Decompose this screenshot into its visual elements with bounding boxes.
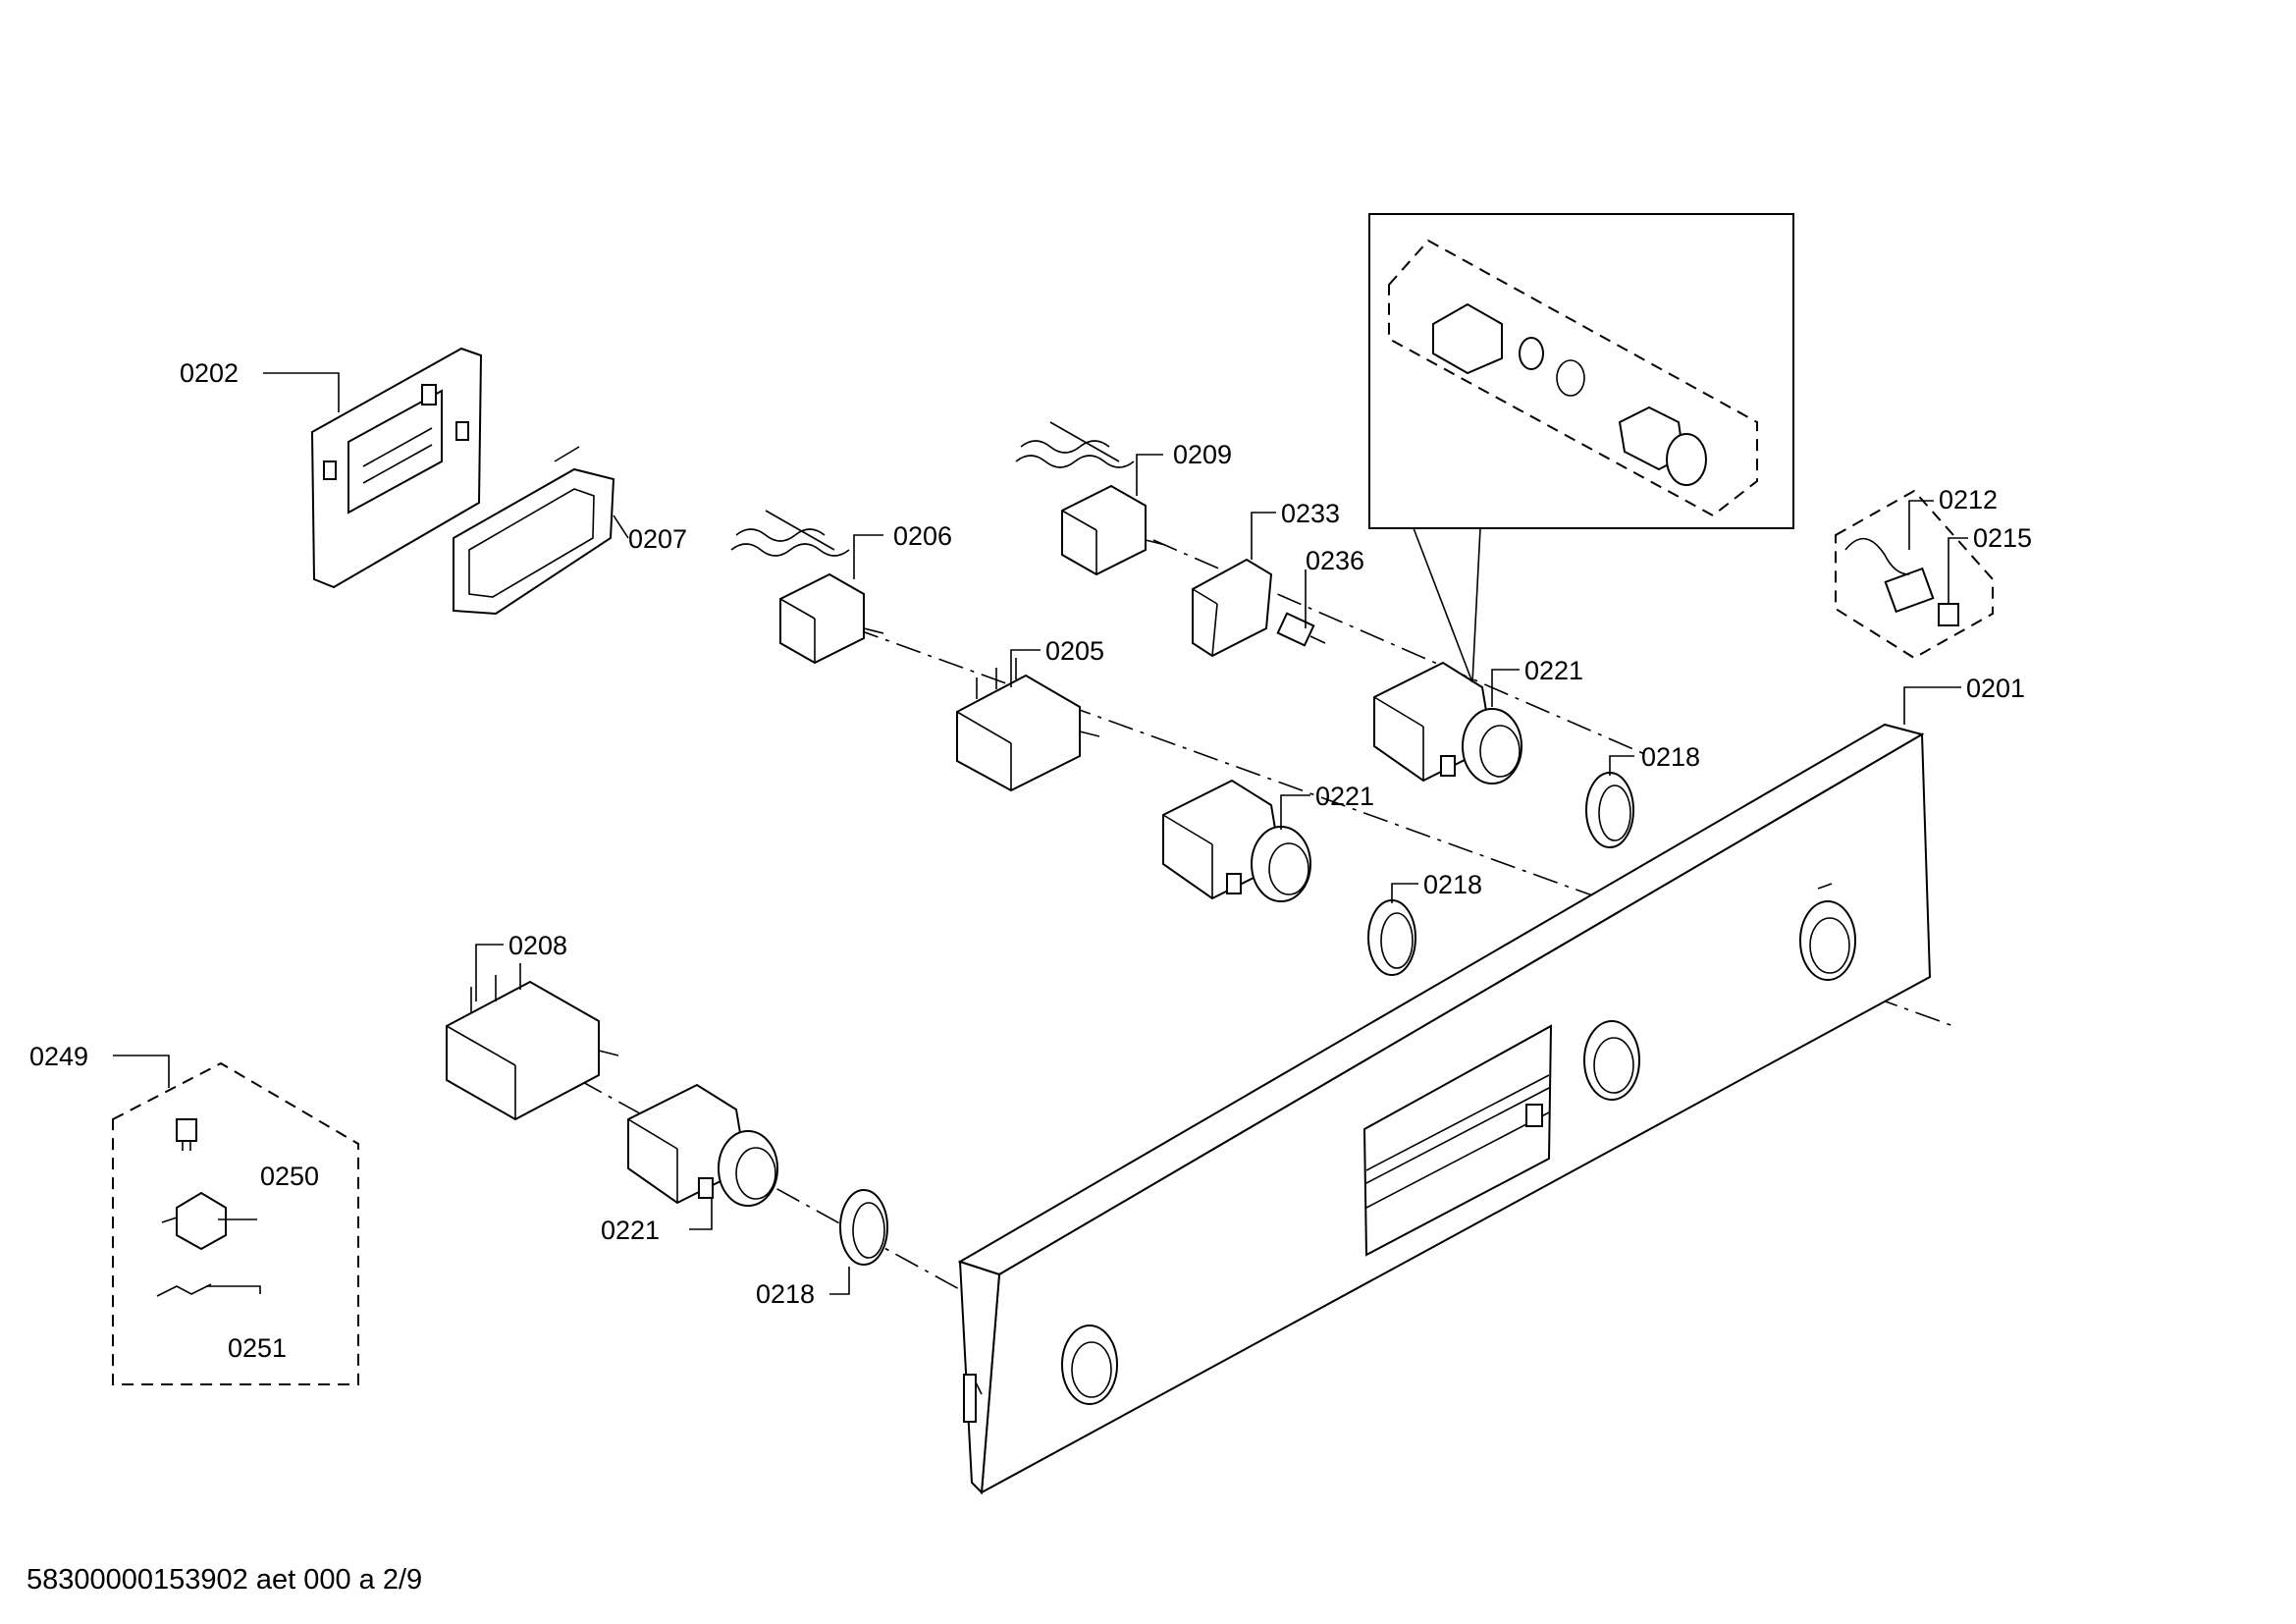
detail-group-0212 (1835, 489, 1994, 660)
part-labels: 0202 0207 0206 0209 0233 0236 0205 0221 … (29, 358, 2032, 1363)
label-0218-top: 0218 (1641, 742, 1700, 772)
label-0236: 0236 (1306, 546, 1364, 575)
ring-0218-middle (1367, 899, 1416, 976)
label-0212: 0212 (1939, 485, 1998, 514)
ring-0218-bottom (839, 1189, 888, 1266)
control-panel-0201 (957, 723, 1932, 1495)
knob-switch-0221-middle (1162, 779, 1311, 902)
lamp-0236 (1276, 612, 1326, 647)
switch-0208 (446, 963, 619, 1121)
bracket-0233 (1192, 558, 1273, 658)
label-0209: 0209 (1173, 440, 1232, 469)
label-0250: 0250 (260, 1162, 319, 1191)
label-0233: 0233 (1281, 499, 1340, 528)
document-code: 58300000153902 aet 000 a 2/9 (27, 1564, 423, 1596)
electronic-module-0202 (310, 347, 483, 589)
thermostat-0206 (730, 510, 884, 665)
label-0251: 0251 (228, 1333, 287, 1363)
label-0215: 0215 (1973, 523, 2032, 553)
switch-0205 (956, 658, 1100, 792)
label-0221-bottom: 0221 (601, 1216, 660, 1245)
knob-switch-0221-top (1373, 661, 1522, 785)
label-0201: 0201 (1966, 674, 2025, 703)
knob-switch-0221-bottom (627, 1083, 778, 1207)
detail-inset (1368, 213, 1794, 683)
label-0202: 0202 (180, 358, 239, 388)
leader-lines (113, 372, 1968, 1295)
label-0207: 0207 (628, 524, 687, 554)
label-0218-bottom: 0218 (756, 1279, 815, 1309)
label-0249: 0249 (29, 1042, 88, 1071)
label-0221-top: 0221 (1524, 656, 1583, 685)
label-0221-middle: 0221 (1315, 782, 1374, 811)
kit-0249 (112, 1061, 359, 1385)
ring-0218-top (1585, 772, 1634, 848)
label-0205: 0205 (1045, 636, 1104, 666)
label-0206: 0206 (893, 521, 952, 551)
label-0208: 0208 (508, 931, 567, 960)
thermostat-0209 (1015, 421, 1166, 576)
frame-0207 (453, 446, 615, 616)
label-0218-middle: 0218 (1423, 870, 1482, 899)
